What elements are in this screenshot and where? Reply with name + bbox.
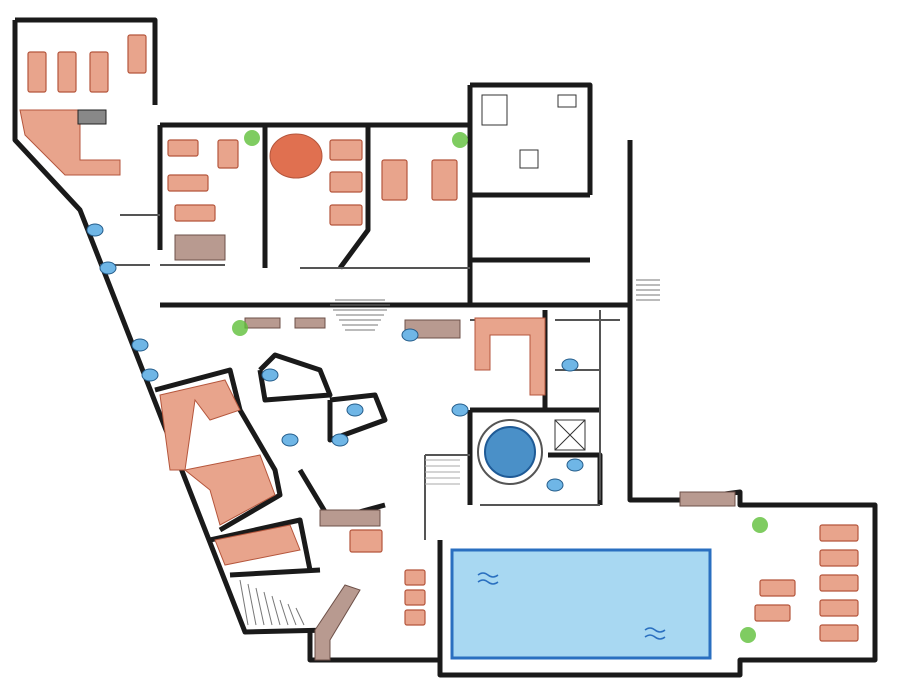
sun-lounger-icon bbox=[329, 139, 363, 161]
wall bbox=[12, 20, 331, 635]
wall bbox=[327, 392, 388, 443]
wall bbox=[154, 367, 283, 533]
stairs-icon bbox=[247, 583, 257, 626]
sun-lounger-icon bbox=[174, 204, 216, 222]
toilet-icon bbox=[401, 328, 419, 342]
gym-equipment-icon bbox=[519, 149, 539, 169]
sun-lounger-icon bbox=[819, 549, 859, 567]
sun-lounger-icon bbox=[819, 574, 859, 592]
sauna-stove-icon bbox=[77, 109, 107, 125]
sun-lounger-icon bbox=[404, 569, 426, 586]
sun-lounger-icon bbox=[127, 34, 147, 74]
toilet-icon bbox=[331, 433, 349, 447]
sun-lounger-icon bbox=[819, 524, 859, 542]
sauna-bench-icon bbox=[214, 524, 301, 566]
stairs-icon bbox=[239, 579, 249, 626]
sun-lounger-icon bbox=[57, 51, 77, 93]
swimming-pool bbox=[450, 419, 712, 660]
sun-lounger-icon bbox=[329, 171, 363, 193]
wall bbox=[209, 517, 313, 571]
sun-lounger-icon bbox=[819, 624, 859, 642]
toilet-icon bbox=[561, 358, 579, 372]
sun-lounger-icon bbox=[819, 599, 859, 617]
water-wave-icon bbox=[644, 627, 666, 640]
gym-equipment-icon bbox=[557, 94, 577, 108]
wall bbox=[337, 125, 371, 270]
toilet-icon bbox=[281, 433, 299, 447]
toilet-icon bbox=[261, 368, 279, 382]
stairs-icon bbox=[287, 603, 297, 626]
wall bbox=[229, 567, 321, 578]
toilet-icon bbox=[99, 261, 117, 275]
sun-lounger-icon bbox=[217, 139, 239, 169]
plant-icon bbox=[232, 320, 248, 336]
sauna-bench-icon bbox=[159, 379, 241, 471]
toilet-icon bbox=[546, 478, 564, 492]
toilet-icon bbox=[86, 223, 104, 237]
sun-lounger-icon bbox=[404, 609, 426, 626]
bench-icon bbox=[319, 509, 381, 527]
sun-lounger-icon bbox=[167, 174, 209, 192]
toilet-icon bbox=[141, 368, 159, 382]
sauna-bench-icon bbox=[474, 317, 546, 396]
water-wave-icon bbox=[477, 572, 499, 585]
bench-icon bbox=[174, 234, 226, 261]
toilet-icon bbox=[131, 338, 149, 352]
sun-lounger-icon bbox=[89, 51, 109, 93]
massage-table-round-icon bbox=[269, 133, 323, 179]
bench-icon bbox=[679, 491, 736, 507]
toilet-icon bbox=[566, 458, 584, 472]
toilet-icon bbox=[451, 403, 469, 417]
stairs-icon bbox=[255, 587, 265, 626]
gym-equipment-icon bbox=[481, 94, 508, 126]
stairs-icon bbox=[279, 599, 289, 626]
bench-icon bbox=[294, 317, 326, 329]
stairs-icon bbox=[271, 595, 281, 626]
sauna-bench-icon bbox=[183, 454, 276, 526]
stairs-icon bbox=[295, 607, 305, 626]
furniture bbox=[19, 34, 859, 661]
plant-icon bbox=[752, 517, 768, 533]
curved-bench-icon bbox=[314, 584, 361, 661]
sun-lounger-icon bbox=[431, 159, 458, 201]
sun-lounger-icon bbox=[381, 159, 408, 201]
sun-lounger-icon bbox=[329, 204, 363, 226]
plant-icon bbox=[452, 132, 468, 148]
sun-lounger-icon bbox=[754, 604, 791, 622]
stairs-icon bbox=[263, 591, 273, 626]
plant-icon bbox=[740, 627, 756, 643]
wall bbox=[257, 352, 333, 403]
sun-lounger-icon bbox=[404, 589, 426, 606]
toilet-icon bbox=[346, 403, 364, 417]
plants bbox=[232, 130, 768, 643]
sun-lounger-icon bbox=[167, 139, 199, 157]
bench-icon bbox=[244, 317, 281, 329]
sun-lounger-icon bbox=[759, 579, 796, 597]
bench-icon bbox=[404, 319, 461, 339]
wall bbox=[470, 82, 593, 195]
swimming-pool-icon bbox=[450, 548, 712, 660]
shower-icon bbox=[554, 419, 586, 451]
sun-lounger-icon bbox=[349, 529, 383, 553]
stairs bbox=[239, 279, 660, 626]
plant-icon bbox=[244, 130, 260, 146]
wall bbox=[15, 17, 158, 105]
sun-lounger-icon bbox=[27, 51, 47, 93]
jacuzzi-icon bbox=[484, 426, 536, 478]
sanitary-fixtures bbox=[86, 223, 586, 492]
